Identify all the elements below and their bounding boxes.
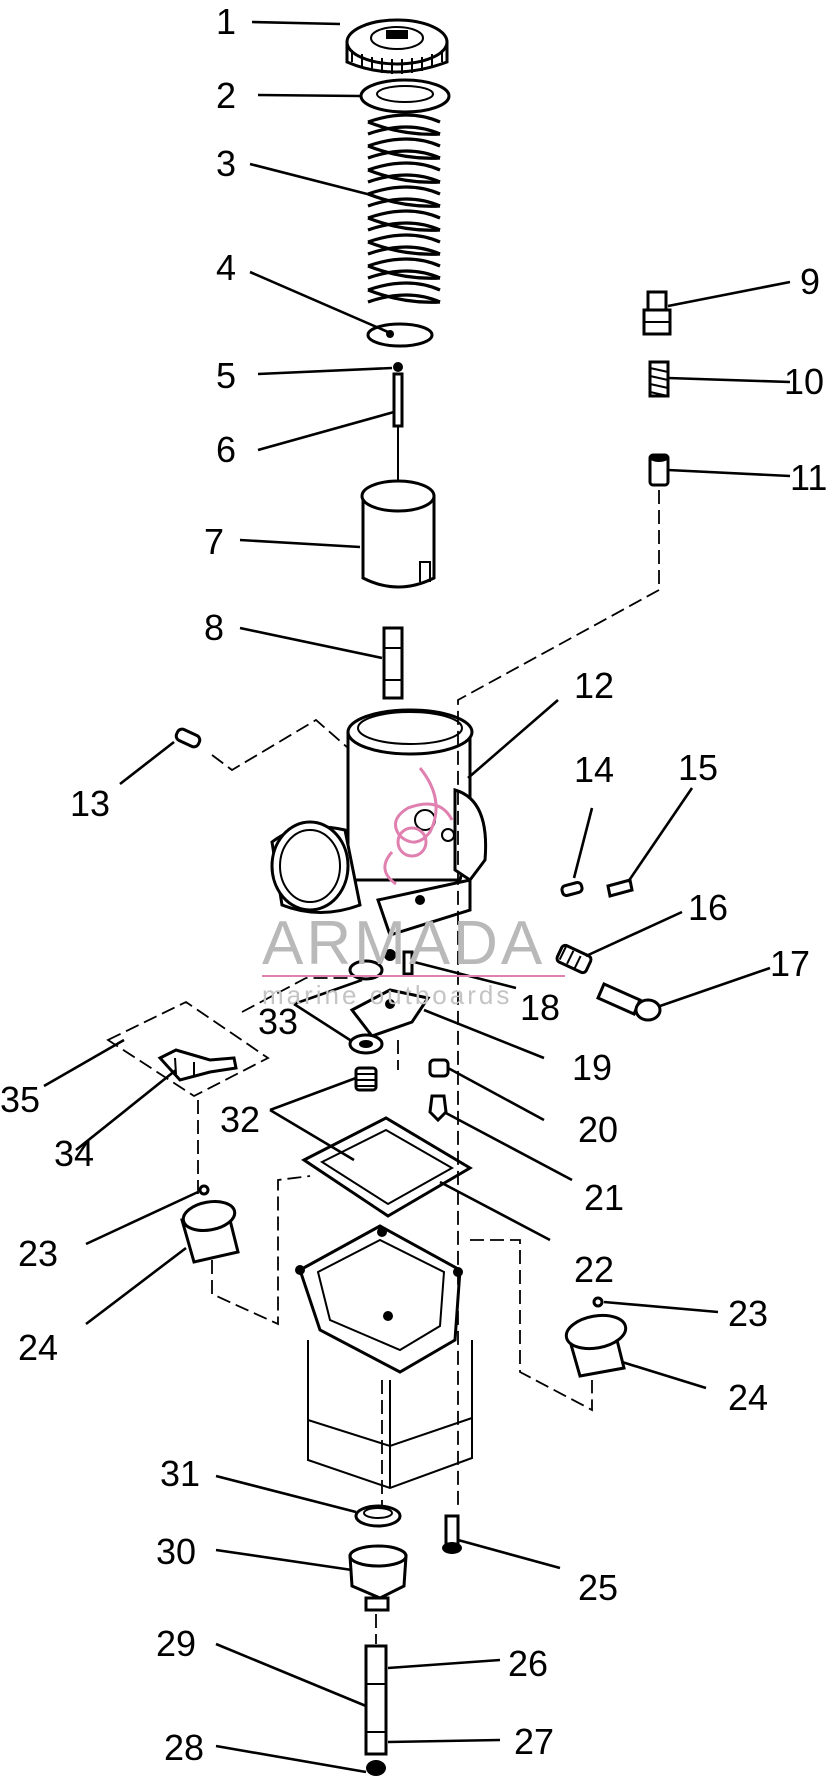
part-small-screw xyxy=(606,878,634,898)
part-jet-tube xyxy=(364,1644,388,1776)
part-pin xyxy=(402,950,414,976)
callout-23-left: 23 xyxy=(18,1233,58,1274)
callout-17: 17 xyxy=(770,943,810,984)
callout-12: 12 xyxy=(574,665,614,706)
part-bowl-screw xyxy=(442,1514,462,1554)
part-float-pin-left xyxy=(198,1184,210,1196)
part-carburetor-body xyxy=(270,708,488,961)
callout-32: 32 xyxy=(220,1099,260,1140)
part-jet-needle xyxy=(392,372,404,485)
callout-14: 14 xyxy=(574,749,614,790)
leader-lines xyxy=(43,20,791,1774)
part-clip xyxy=(393,362,403,372)
callout-34: 34 xyxy=(54,1133,94,1174)
watermark: ARMADA marine outboards xyxy=(262,767,565,1010)
callout-35: 35 xyxy=(0,1079,40,1120)
callout-22: 22 xyxy=(574,1249,614,1290)
callout-3: 3 xyxy=(216,143,236,184)
part-float-bowl xyxy=(295,1224,463,1374)
callout-10: 10 xyxy=(784,361,824,402)
callout-28: 28 xyxy=(164,1727,204,1768)
callout-27: 27 xyxy=(514,1721,554,1762)
part-throttle-slide xyxy=(360,479,436,589)
callout-29: 29 xyxy=(156,1623,196,1664)
callout-4: 4 xyxy=(216,247,236,288)
watermark-tagline: marine outboards xyxy=(262,980,512,1010)
part-choke-fitting xyxy=(642,290,672,336)
part-drain-washer xyxy=(354,1504,402,1528)
callout-8: 8 xyxy=(204,607,224,648)
callout-31: 31 xyxy=(160,1453,200,1494)
part-needle-jet xyxy=(382,626,404,700)
callout-25: 25 xyxy=(578,1567,618,1608)
assembly-dashed-lines xyxy=(197,490,660,1644)
part-choke-plunger xyxy=(648,453,670,487)
part-small-spring xyxy=(560,880,584,898)
callout-11: 11 xyxy=(790,457,827,498)
part-gasket xyxy=(301,1116,473,1218)
part-spring xyxy=(367,113,441,304)
part-bracket-plate xyxy=(106,1000,270,1098)
callout-6: 6 xyxy=(216,429,236,470)
part-valve-seat xyxy=(428,1058,450,1078)
callout-21: 21 xyxy=(584,1177,624,1218)
part-float-needle xyxy=(428,1094,448,1123)
part-float-pin-right xyxy=(592,1296,604,1308)
callout-7: 7 xyxy=(204,521,224,562)
callout-16: 16 xyxy=(688,887,728,928)
callout-18: 18 xyxy=(520,987,560,1028)
callout-26: 26 xyxy=(508,1643,548,1684)
callout-23-right: 23 xyxy=(728,1293,768,1334)
watermark-brand: ARMADA xyxy=(262,909,545,978)
part-adjust-screw xyxy=(596,982,662,1022)
part-o-rings xyxy=(348,959,384,1055)
part-choke-spring xyxy=(648,360,670,398)
callout-20: 20 xyxy=(578,1109,618,1150)
callout-13: 13 xyxy=(70,783,110,824)
part-float-left xyxy=(180,1199,240,1264)
callout-33: 33 xyxy=(258,1001,298,1042)
part-small-plug xyxy=(174,727,202,749)
callout-15: 15 xyxy=(678,747,718,788)
part-float-right xyxy=(564,1313,628,1378)
callout-30: 30 xyxy=(156,1531,196,1572)
part-top-cap xyxy=(345,18,449,74)
part-washer xyxy=(359,78,451,114)
callout-19: 19 xyxy=(572,1047,612,1088)
watermark-logo-icon xyxy=(383,767,454,886)
callout-9: 9 xyxy=(800,261,820,302)
part-jet-holder xyxy=(348,1544,408,1612)
callout-1: 1 xyxy=(216,1,236,42)
part-float-arm xyxy=(349,988,431,1038)
part-phantom-box xyxy=(307,1340,473,1490)
callout-24-left: 24 xyxy=(18,1327,58,1368)
part-adjust-spring xyxy=(555,943,593,975)
callout-5: 5 xyxy=(216,355,236,396)
callout-2: 2 xyxy=(216,75,236,116)
callout-24-right: 24 xyxy=(728,1377,768,1418)
